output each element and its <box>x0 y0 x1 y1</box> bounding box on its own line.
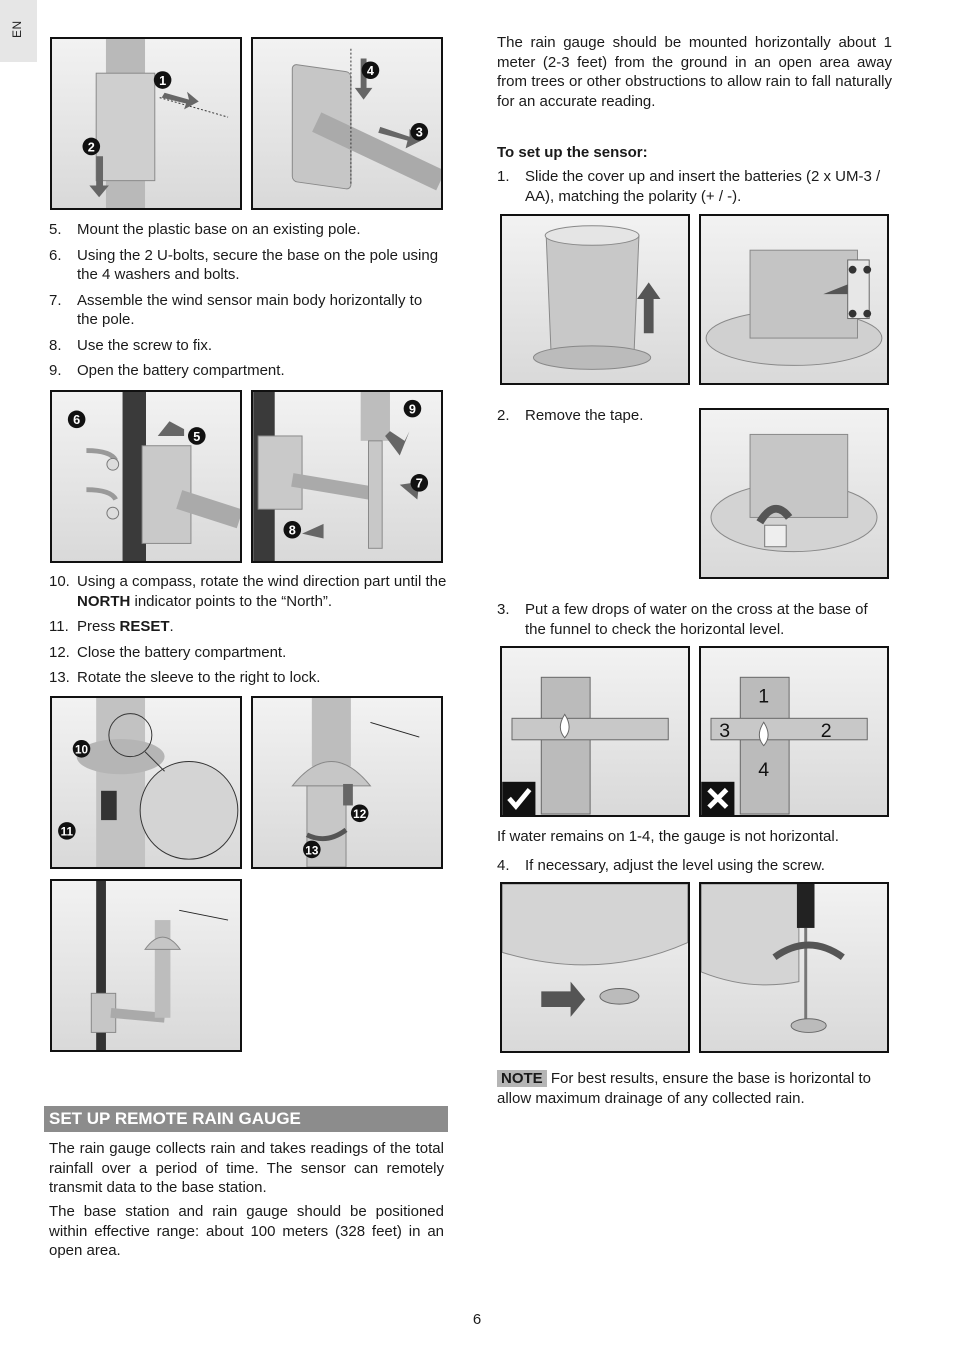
list-item: 8.Use the screw to fix. <box>49 336 213 354</box>
figure-insert-batteries <box>699 214 889 385</box>
list-item: 12.Close the battery compartment. <box>49 643 287 661</box>
callout-10: 10 <box>75 744 89 757</box>
callout-8: 8 <box>289 524 296 538</box>
figure-ubolts: 6 5 <box>50 390 242 563</box>
range-description: The base station and rain gauge should b… <box>49 1203 444 1259</box>
callout-4: 4 <box>367 64 374 78</box>
setup-heading: To set up the sensor: <box>497 144 648 161</box>
list-item: 3.Put a few drops of water on the cross … <box>497 601 868 638</box>
figure-attach-arm: 4 3 <box>251 37 443 210</box>
figure-level-incorrect: 1 2 3 4 <box>699 646 889 817</box>
list-item: 11.Press RESET. <box>49 618 174 635</box>
step-2-list: 2.Remove the tape. <box>497 406 687 432</box>
callout-7: 7 <box>416 477 423 491</box>
figure-slide-cover <box>500 214 690 385</box>
step-4-list: 4.If necessary, adjust the level using t… <box>497 856 889 882</box>
callout-5: 5 <box>193 430 200 444</box>
callout-12: 12 <box>353 808 367 821</box>
list-item: 2.Remove the tape. <box>497 407 644 424</box>
level-check-text: If water remains on 1-4, the gauge is no… <box>497 828 839 845</box>
figure-compass-reset: 10 11 <box>50 696 242 869</box>
figure-sensor-body: 9 7 8 <box>251 390 443 563</box>
figure-assembled-station <box>50 879 242 1052</box>
callout-13: 13 <box>305 844 319 857</box>
level-label-4: 4 <box>758 759 769 781</box>
page-number: 6 <box>472 1311 482 1328</box>
steps-list-10-13: 10.Using a compass, rotate the wind dire… <box>49 572 447 694</box>
figure-adjust-screw-a <box>500 882 690 1053</box>
figure-adjust-screw-b <box>699 882 889 1053</box>
list-item: 13.Rotate the sleeve to the right to loc… <box>49 669 321 686</box>
callout-9: 9 <box>409 402 416 416</box>
callout-11: 11 <box>61 826 74 839</box>
note-text: For best results, ensure the base is hor… <box>497 1070 872 1107</box>
list-item: 9.Open the battery compartment. <box>49 362 285 379</box>
note-paragraph: NOTE For best results, ensure the base i… <box>497 1069 892 1108</box>
step-1-list: 1.Slide the cover up and insert the batt… <box>497 167 887 212</box>
callout-1: 1 <box>159 74 166 88</box>
checkmark-icon <box>507 788 532 810</box>
callout-2: 2 <box>88 140 95 154</box>
list-item: 4.If necessary, adjust the level using t… <box>497 857 825 874</box>
figure-level-correct <box>500 646 690 817</box>
language-tab: EN <box>0 0 37 62</box>
rain-gauge-description: The rain gauge collects rain and takes r… <box>49 1140 444 1196</box>
figure-mount-base: 1 2 <box>50 37 242 210</box>
list-item: 7.Assemble the wind sensor main body hor… <box>49 291 423 329</box>
level-label-3: 3 <box>719 720 730 742</box>
callout-6: 6 <box>73 413 80 427</box>
figure-remove-tape <box>699 408 889 579</box>
list-item: 1.Slide the cover up and insert the batt… <box>497 168 881 205</box>
callout-3: 3 <box>416 126 423 140</box>
note-badge: NOTE <box>497 1070 547 1087</box>
list-item: 10.Using a compass, rotate the wind dire… <box>49 573 447 610</box>
language-label: EN <box>10 20 24 38</box>
section-header-rain-gauge: SET UP REMOTE RAIN GAUGE <box>44 1106 448 1132</box>
mounting-intro: The rain gauge should be mounted horizon… <box>497 34 892 110</box>
list-item: 6.Using the 2 U-bolts, secure the base o… <box>49 246 439 284</box>
level-label-1: 1 <box>758 686 769 708</box>
figure-sleeve-lock: 12 13 <box>251 696 443 869</box>
step-3-list: 3.Put a few drops of water on the cross … <box>497 600 889 645</box>
level-label-2: 2 <box>821 720 832 742</box>
list-item: 5.Mount the plastic base on an existing … <box>49 221 361 238</box>
steps-list-5-9: 5.Mount the plastic base on an existing … <box>49 220 447 387</box>
cross-icon <box>707 787 729 809</box>
